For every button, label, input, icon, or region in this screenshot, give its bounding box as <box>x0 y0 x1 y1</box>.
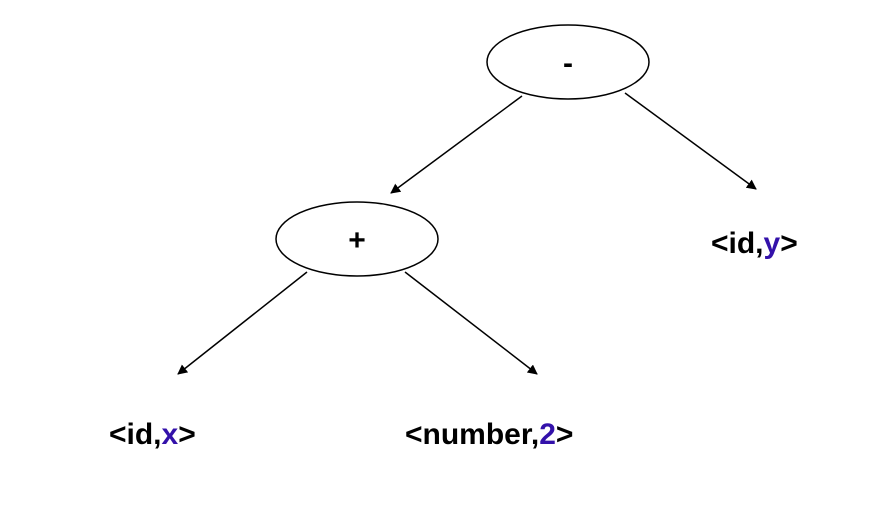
root-node-label: - <box>563 47 573 80</box>
leaf-number-value: 2 <box>539 418 556 451</box>
plus-node-ellipse <box>275 201 439 277</box>
leaf-id-y-suffix: > <box>780 227 798 260</box>
plus-node: + <box>275 201 439 277</box>
leaf-id-x-suffix: > <box>178 418 196 451</box>
leaf-id-x: <id,x> <box>109 418 196 451</box>
leaf-id-y: <id,y> <box>711 227 798 260</box>
edge-plus-to-id-x <box>177 271 308 375</box>
edge-plus-to-number <box>404 271 538 375</box>
root-node: - <box>486 24 650 100</box>
leaf-id-x-value: x <box>162 418 179 451</box>
root-node-ellipse <box>486 24 650 100</box>
plus-node-label: + <box>348 224 366 257</box>
leaf-number-suffix: > <box>556 418 574 451</box>
leaf-number-2: <number,2> <box>405 418 573 451</box>
leaf-id-x-prefix: <id, <box>109 418 162 451</box>
leaf-id-y-value: y <box>764 227 781 260</box>
leaf-number-prefix: <number, <box>405 418 539 451</box>
edge-minus-to-plus <box>390 95 523 194</box>
edge-minus-to-id-y <box>624 92 757 190</box>
leaf-id-y-prefix: <id, <box>711 227 764 260</box>
